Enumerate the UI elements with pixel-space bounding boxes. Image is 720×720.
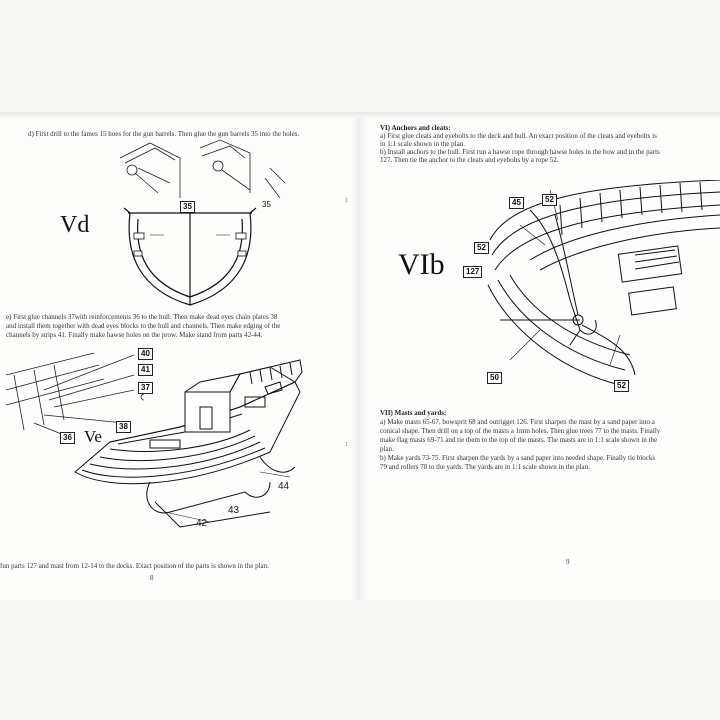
vib-part-52b-label: 52 (474, 242, 489, 254)
left-footer-text: fun parts 127 and mast from 12-14 to the… (0, 562, 269, 570)
background-surface (0, 600, 720, 720)
vi-heading: VI) Anchors and cleats: (380, 124, 451, 132)
vd-step-label: Vd (60, 212, 90, 238)
left-page-number: 8 (150, 574, 154, 582)
vi-line-4: 127. Then tie the anchor to the cleats a… (380, 156, 559, 164)
vib-part-45-label: 45 (509, 197, 524, 209)
vii-line-6: 79 and rollers 78 to the yards. The yard… (380, 463, 590, 471)
vi-line-3: b) Install anchors to the hull. First ru… (380, 148, 660, 156)
vib-part-127-label: 127 (463, 266, 483, 278)
ve-channel-detail-drawing (5, 352, 144, 436)
vd-part-35b-label: 35 (262, 200, 271, 209)
vii-line-5: b) Make yards 73-75. First sharpen the y… (380, 454, 656, 462)
vii-line-3: make flag masts 69-71 and tie them to th… (380, 436, 658, 444)
step-e-line-3: channels by strips 41. Finally make haws… (6, 331, 263, 339)
vd-part-35-label: 35 (180, 201, 195, 213)
vii-heading: VII) Masts and yards: (380, 409, 447, 417)
page-top-shadow (0, 112, 720, 120)
vi-line-2: in 1:1 scale shown in the plan. (380, 140, 465, 148)
vi-line-1: a) First glue cleats and eyebolts to the… (380, 132, 657, 140)
ve-part-43-label: 43 (228, 505, 240, 516)
vib-part-52a-label: 52 (542, 194, 557, 206)
vd-hull-cross-section (123, 207, 257, 306)
ve-part-40-label: 40 (138, 348, 153, 360)
ve-part-42-label: 42 (196, 518, 208, 529)
vii-line-1: a) Make masts 65-67, bowsprit 68 and out… (380, 418, 655, 426)
vib-part-52c-label: 52 (614, 380, 629, 392)
vib-part-50-label: 50 (487, 372, 502, 384)
step-e-line-2: and install them together with dead eyes… (6, 322, 281, 330)
vib-anchor-bow-drawing (487, 180, 720, 386)
vii-line-4: plan. (380, 445, 394, 453)
ve-part-38-label: 38 (116, 421, 131, 433)
step-e-line-1: e) First glue channels 37with reinforcem… (6, 313, 278, 321)
step-d-text: d) First drill to the fames 15 hoes for … (28, 130, 300, 138)
margin-mark-top: ↕ (345, 196, 349, 204)
right-page-number: 9 (566, 558, 570, 566)
margin-mark-bottom: ↕ (345, 440, 349, 448)
ship-hull-on-stand-drawing (74, 359, 303, 528)
booklet-gutter (352, 118, 368, 600)
vd-cannon-detail-drawing (119, 139, 286, 199)
ve-step-label: Ve (84, 427, 102, 446)
ve-part-37-label: 37 (138, 382, 153, 394)
ve-part-36-label: 36 (60, 432, 75, 444)
vii-line-2: conical shape. Then drill on a top of th… (380, 427, 661, 435)
vib-step-label: VIb (398, 248, 445, 281)
ve-part-44-label: 44 (278, 481, 290, 492)
ve-part-41-label: 41 (138, 364, 153, 376)
